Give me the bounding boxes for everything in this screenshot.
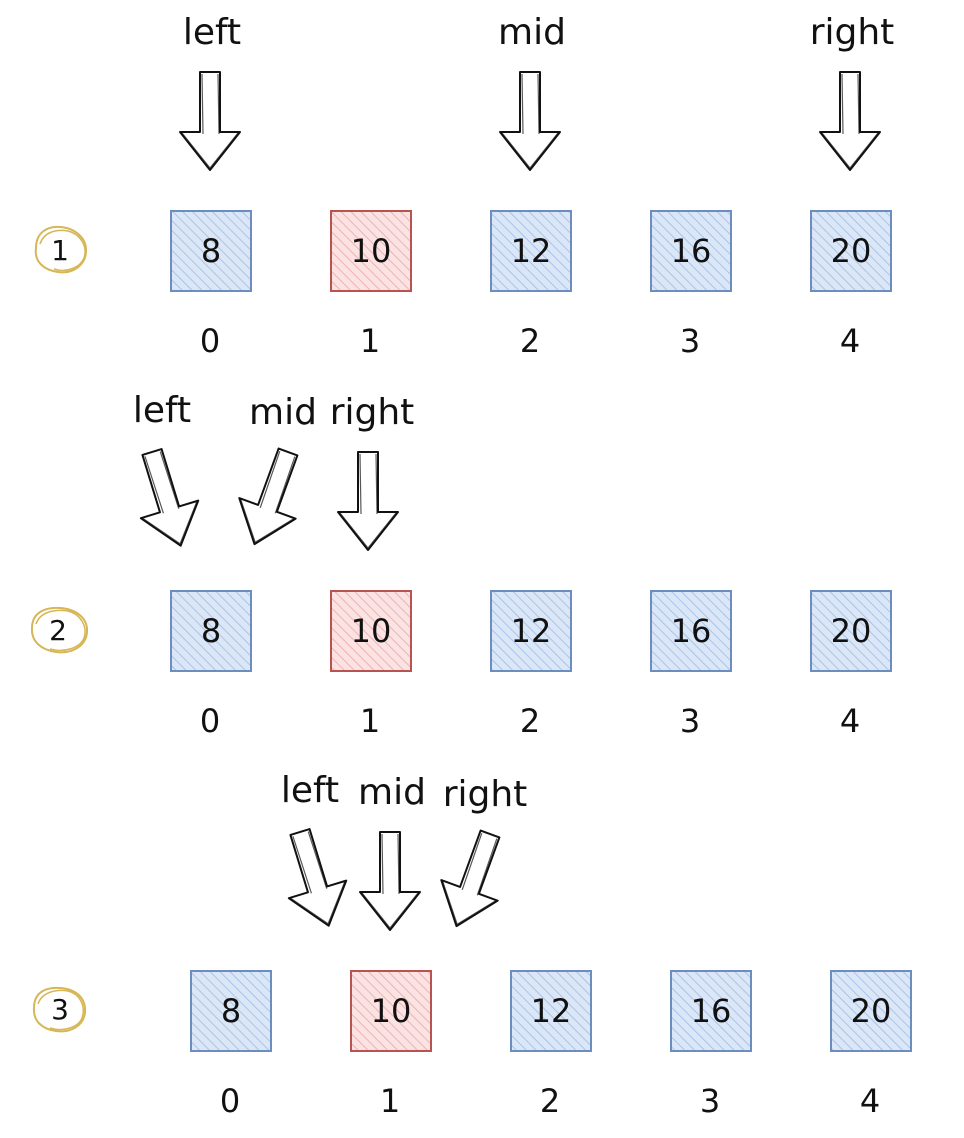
index-label: 3	[700, 1082, 720, 1120]
step-number-1: 1	[51, 234, 69, 267]
step-1: 1 left mid right 8 10 12	[34, 12, 895, 360]
array-cell: 20	[830, 970, 912, 1052]
step-2: 2 left mid right 8 10 12	[30, 390, 892, 740]
down-arrow-icon	[819, 71, 881, 171]
pointer-label-left: left	[183, 12, 241, 53]
index-label: 2	[520, 322, 540, 360]
step-3: 3 left mid right 8 10 12	[32, 770, 912, 1120]
array-cell: 20	[810, 210, 892, 292]
pointer-label-left: left	[133, 390, 191, 431]
step-badge-3: 3	[32, 986, 87, 1033]
index-label: 0	[200, 702, 220, 740]
array-cell: 8	[190, 970, 272, 1052]
array-cell: 8	[170, 590, 252, 672]
index-label: 0	[220, 1082, 240, 1120]
index-label: 0	[200, 322, 220, 360]
index-label: 4	[840, 702, 860, 740]
down-arrow-icon	[337, 451, 399, 551]
down-arrow-icon	[139, 448, 200, 547]
cell-value: 16	[691, 992, 732, 1030]
array-cell-target: 10	[350, 970, 432, 1052]
pointer-label-mid: mid	[358, 772, 426, 813]
pointer-label-right: right	[330, 392, 415, 433]
array-cell: 20	[810, 590, 892, 672]
cell-value: 8	[201, 232, 221, 270]
cell-value: 12	[531, 992, 572, 1030]
cell-value: 12	[511, 232, 552, 270]
cell-value: 10	[351, 612, 392, 650]
pointer-label-right: right	[810, 12, 895, 53]
array-cell: 12	[490, 590, 572, 672]
cell-value: 20	[851, 992, 892, 1030]
step-number-2: 2	[49, 614, 67, 647]
array-cell-target: 10	[330, 590, 412, 672]
index-label: 4	[840, 322, 860, 360]
index-label: 1	[360, 702, 380, 740]
cell-value: 8	[201, 612, 221, 650]
down-arrow-icon	[359, 831, 421, 931]
index-label: 2	[540, 1082, 560, 1120]
pointer-label-mid: mid	[249, 392, 317, 433]
cell-value: 20	[831, 612, 872, 650]
step-number-3: 3	[51, 993, 69, 1026]
array-cell: 16	[670, 970, 752, 1052]
pointer-label-mid: mid	[498, 12, 566, 53]
index-label: 3	[680, 322, 700, 360]
down-arrow-icon	[179, 71, 241, 171]
index-label: 2	[520, 702, 540, 740]
cell-value: 8	[221, 992, 241, 1030]
cell-value: 10	[351, 232, 392, 270]
step-badge-2: 2	[30, 606, 89, 654]
step-badge-1: 1	[34, 225, 88, 274]
cell-value: 10	[371, 992, 412, 1030]
array-cell: 8	[170, 210, 252, 292]
index-label: 3	[680, 702, 700, 740]
down-arrow-icon	[499, 71, 561, 171]
cell-value: 16	[671, 232, 712, 270]
down-arrow-icon	[287, 828, 348, 927]
down-arrow-icon	[440, 829, 501, 928]
array-cell-target: 10	[330, 210, 412, 292]
pointer-label-right: right	[443, 774, 528, 815]
index-label: 4	[860, 1082, 880, 1120]
array-cell: 16	[650, 210, 732, 292]
array-cell: 12	[490, 210, 572, 292]
cell-value: 16	[671, 612, 712, 650]
array-cell: 12	[510, 970, 592, 1052]
down-arrow-icon	[238, 447, 299, 546]
index-label: 1	[380, 1082, 400, 1120]
array-cell: 16	[650, 590, 732, 672]
pointer-label-left: left	[281, 770, 339, 811]
cell-value: 20	[831, 232, 872, 270]
cell-value: 12	[511, 612, 552, 650]
index-label: 1	[360, 322, 380, 360]
